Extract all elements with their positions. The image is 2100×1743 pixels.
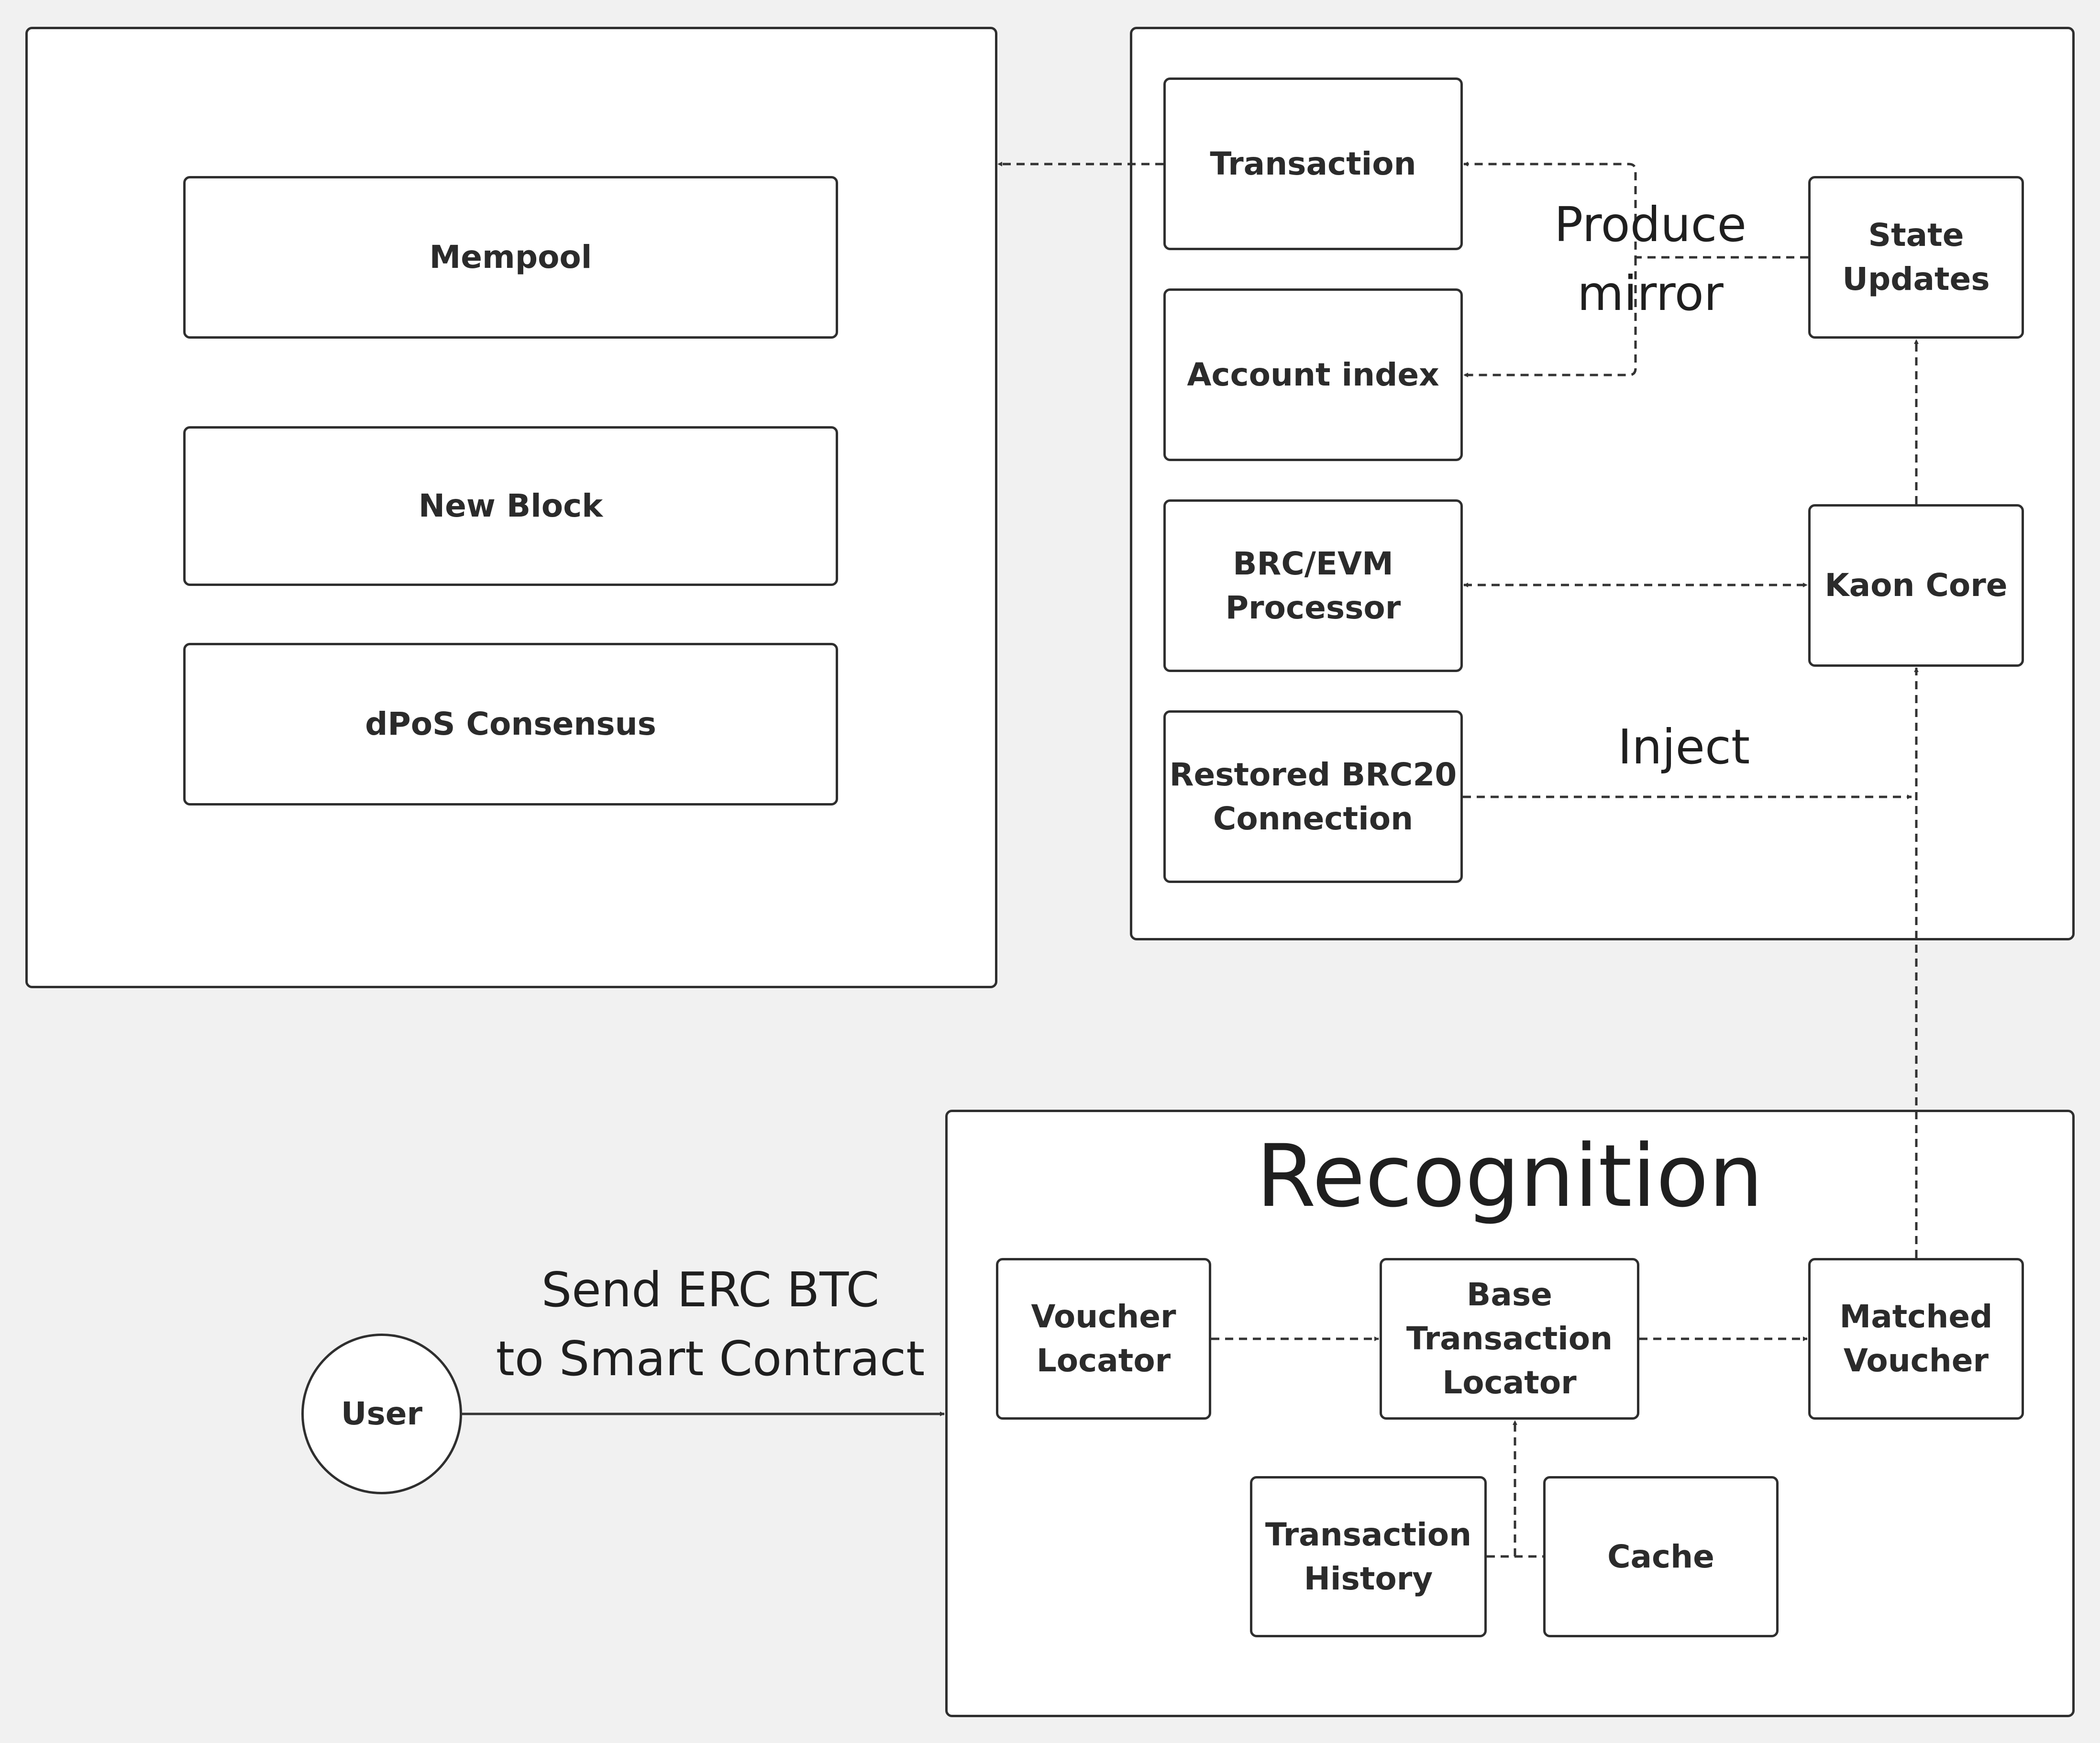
state-updates-node: State Updates: [1808, 176, 2024, 339]
mempool-node: Mempool: [183, 176, 838, 339]
voucher-locator-label: Voucher Locator: [1031, 1298, 1176, 1379]
new-block-label: New Block: [418, 487, 603, 524]
dpos-consensus-node: dPoS Consensus: [183, 643, 838, 805]
transaction-history-node: Transaction History: [1250, 1476, 1487, 1637]
cache-label: Cache: [1607, 1538, 1714, 1575]
mempool-label: Mempool: [429, 239, 592, 276]
transaction-node: Transaction: [1163, 77, 1463, 250]
restored-brc20-connection-node: Restored BRC20 Connection: [1163, 710, 1463, 883]
account-index-node: Account index: [1163, 288, 1463, 461]
restored-brc20-connection-label: Restored BRC20 Connection: [1169, 756, 1457, 837]
base-transaction-locator-label: Base Transaction Locator: [1406, 1276, 1613, 1401]
cache-node: Cache: [1543, 1476, 1779, 1637]
kaon-core-node: Kaon Core: [1808, 504, 2024, 667]
transaction-label: Transaction: [1210, 145, 1416, 182]
recognition-title: Recognition: [1256, 1126, 1763, 1226]
user-node: User: [301, 1334, 462, 1494]
base-transaction-locator-node: Base Transaction Locator: [1380, 1258, 1639, 1420]
brc-evm-processor-label: BRC/EVM Processor: [1225, 545, 1401, 626]
send-erc-btc-label: Send ERC BTC to Smart Contract: [496, 1262, 925, 1387]
kaon-core-label: Kaon Core: [1824, 567, 2008, 604]
state-updates-label: State Updates: [1842, 217, 1990, 298]
matched-voucher-label: Matched Voucher: [1839, 1298, 1993, 1379]
user-label: User: [341, 1395, 423, 1432]
inject-label: Inject: [1617, 719, 1750, 775]
matched-voucher-node: Matched Voucher: [1808, 1258, 2024, 1420]
produce-mirror-label: Produce mirror: [1554, 197, 1746, 321]
account-index-label: Account index: [1187, 356, 1439, 393]
voucher-locator-node: Voucher Locator: [996, 1258, 1211, 1420]
transaction-history-label: Transaction History: [1265, 1516, 1472, 1597]
dpos-consensus-label: dPoS Consensus: [365, 706, 656, 742]
new-block-node: New Block: [183, 426, 838, 586]
brc-evm-processor-node: BRC/EVM Processor: [1163, 499, 1463, 672]
